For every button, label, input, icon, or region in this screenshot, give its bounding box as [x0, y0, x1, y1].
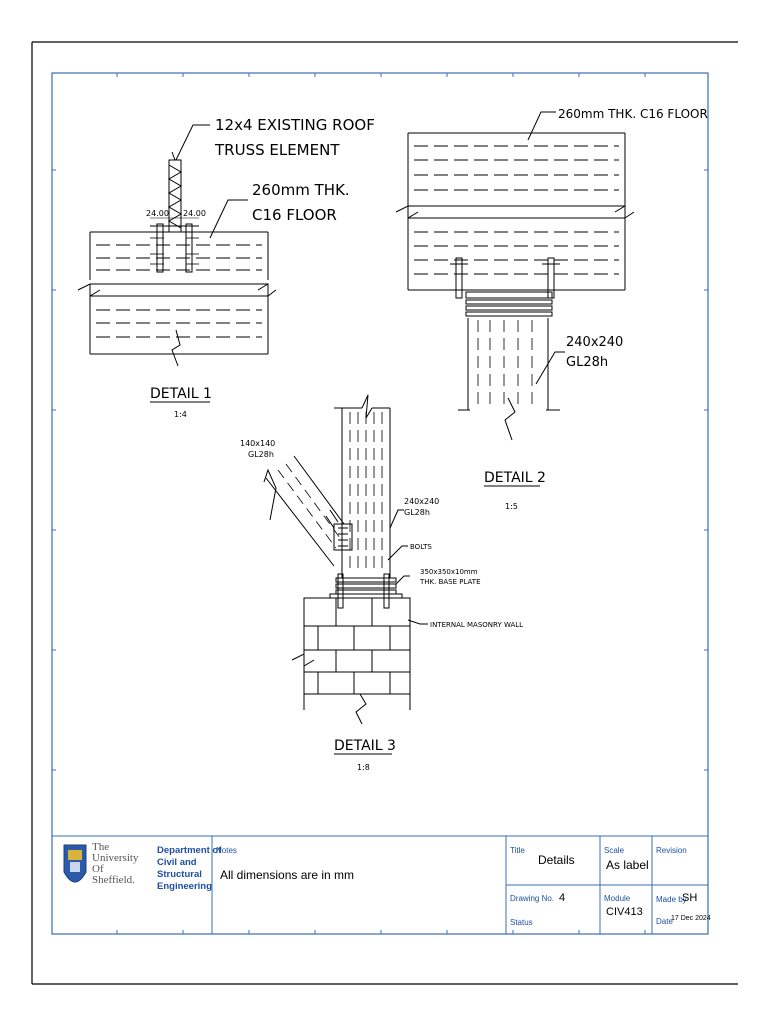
d1-label: DETAIL 1 — [150, 386, 212, 402]
d3-plate-callout-line2: THK. BASE PLATE — [419, 578, 481, 586]
d2-floor-callout: 260mm THK. C16 FLOOR — [558, 107, 708, 121]
d2-scale: 1:5 — [505, 502, 518, 511]
detail-1 — [77, 124, 277, 367]
university-crest-icon — [63, 844, 87, 883]
date-label: Date — [656, 917, 673, 926]
d3-brace-callout-line1: 140x140 — [240, 439, 275, 448]
detail-2 — [395, 111, 635, 441]
drawing-frame — [51, 72, 709, 935]
date-value: 17 Dec 2024 — [671, 915, 711, 922]
d3-bolts-callout: BOLTS — [410, 543, 432, 551]
revision-label: Revision — [656, 846, 687, 855]
notes-label: Notes — [216, 846, 237, 855]
title-block-grid — [52, 835, 708, 934]
d1-scale: 1:4 — [174, 410, 187, 419]
d1-truss-callout-line2: TRUSS ELEMENT — [214, 141, 340, 159]
title-value: Details — [538, 853, 575, 867]
d3-brace-callout-line2: GL28h — [248, 450, 274, 459]
logo-line-3: Of — [92, 863, 104, 875]
drawing-no-value: 4 — [559, 892, 566, 904]
d1-floor-callout-line1: 260mm THK. — [252, 181, 350, 199]
university-logotype: The University Of Sheffield. — [92, 842, 138, 886]
frame-ticks — [52, 73, 708, 934]
status-label: Status — [510, 918, 533, 927]
d3-plate-callout-line1: 350x350x10mm — [420, 568, 478, 576]
scale-label: Scale — [604, 846, 625, 855]
made-by-label: Made by — [656, 895, 687, 904]
logo-line-1: The — [92, 841, 110, 853]
d3-scale: 1:8 — [357, 763, 370, 772]
title-label: Title — [510, 846, 525, 855]
d2-col-callout-line1: 240x240 — [566, 335, 623, 350]
d3-col-callout-line1: 240x240 — [404, 497, 439, 506]
made-by-value: SH — [682, 892, 698, 904]
department-name: Department of Civil and Structural Engin… — [157, 845, 221, 893]
module-value: CIV413 — [606, 906, 643, 918]
scale-value: As label — [606, 858, 649, 872]
d1-dim-left: 24.00 — [146, 209, 169, 218]
d3-col-callout-line2: GL28h — [404, 508, 430, 517]
department-line-1: Department of — [157, 845, 222, 856]
module-label: Module — [604, 894, 631, 903]
logo-line-4: Sheffield. — [92, 874, 135, 886]
d1-truss-callout-line1: 12x4 EXISTING ROOF — [215, 116, 375, 134]
d3-label: DETAIL 3 — [334, 738, 396, 754]
d2-col-callout-line2: GL28h — [566, 355, 608, 370]
d2-label: DETAIL 2 — [484, 470, 546, 486]
notes-text: All dimensions are in mm — [220, 868, 355, 882]
d1-dim-right: 24.00 — [183, 209, 206, 218]
d3-wall-callout: INTERNAL MASONRY WALL — [430, 621, 523, 629]
d1-floor-callout-line2: C16 FLOOR — [252, 206, 337, 224]
detail-3 — [263, 394, 428, 725]
drawing-no-label: Drawing No. — [510, 894, 555, 903]
department-line-4: Engineering — [157, 881, 212, 892]
department-line-2: Civil and — [157, 857, 197, 868]
department-line-3: Structural — [157, 869, 202, 880]
logo-line-2: University — [92, 852, 139, 864]
